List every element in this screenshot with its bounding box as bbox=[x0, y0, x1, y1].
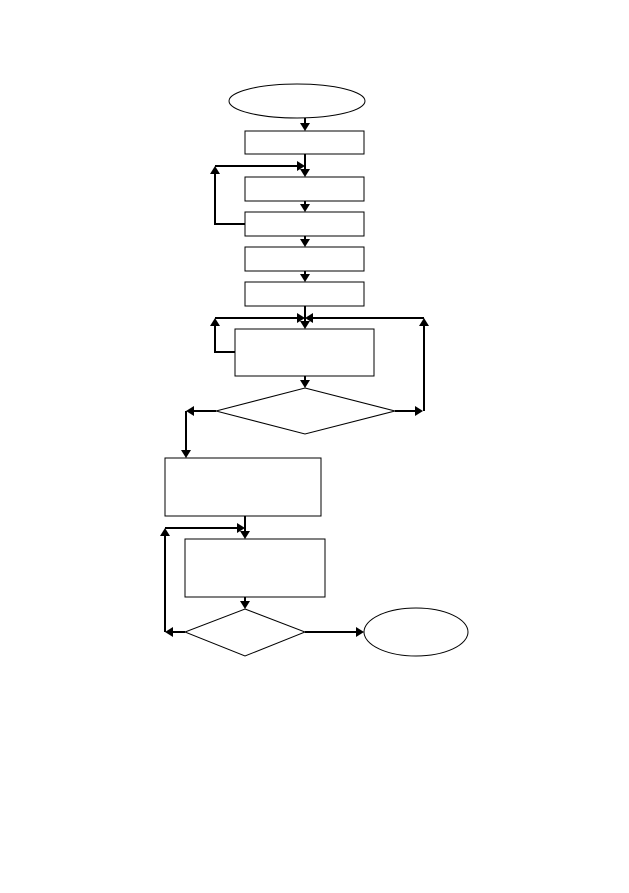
decision-diamond-2 bbox=[183, 608, 307, 657]
connector-step-6-to-decision-1 bbox=[300, 376, 310, 388]
end-terminal bbox=[363, 607, 469, 657]
connector-decision-2-to-end bbox=[305, 627, 364, 637]
connector-step-3-loop-to-step-2 bbox=[210, 161, 305, 225]
process-box-1 bbox=[244, 130, 365, 155]
connector-step-6-self-loop bbox=[210, 313, 305, 353]
connector-decision-1-loop-to-step-6 bbox=[305, 313, 429, 416]
process-box-8 bbox=[184, 538, 326, 598]
connector-step-5-to-step-6 bbox=[300, 306, 310, 329]
connector-step-7-to-step-8 bbox=[240, 516, 250, 539]
process-box-2 bbox=[244, 176, 365, 202]
start-terminal bbox=[228, 83, 366, 119]
process-box-7 bbox=[164, 457, 322, 517]
process-box-4 bbox=[244, 246, 365, 272]
nodes bbox=[164, 83, 469, 657]
connector-decision-2-loop-to-step-8 bbox=[160, 523, 245, 637]
connector-step-3-to-step-4 bbox=[300, 236, 310, 247]
process-box-6 bbox=[234, 328, 375, 377]
connectors bbox=[160, 118, 429, 637]
connector-step-4-to-step-5 bbox=[300, 271, 310, 282]
decision-diamond-1 bbox=[214, 387, 396, 435]
connector-step-1-to-step-2 bbox=[300, 154, 310, 177]
connector-start-to-step-1 bbox=[300, 118, 310, 131]
process-box-3 bbox=[244, 211, 365, 237]
connector-step-2-to-step-3 bbox=[300, 201, 310, 212]
process-box-5 bbox=[244, 281, 365, 307]
connector-step-8-to-decision-2 bbox=[240, 597, 250, 609]
connector-decision-1-to-step-7 bbox=[181, 406, 216, 458]
